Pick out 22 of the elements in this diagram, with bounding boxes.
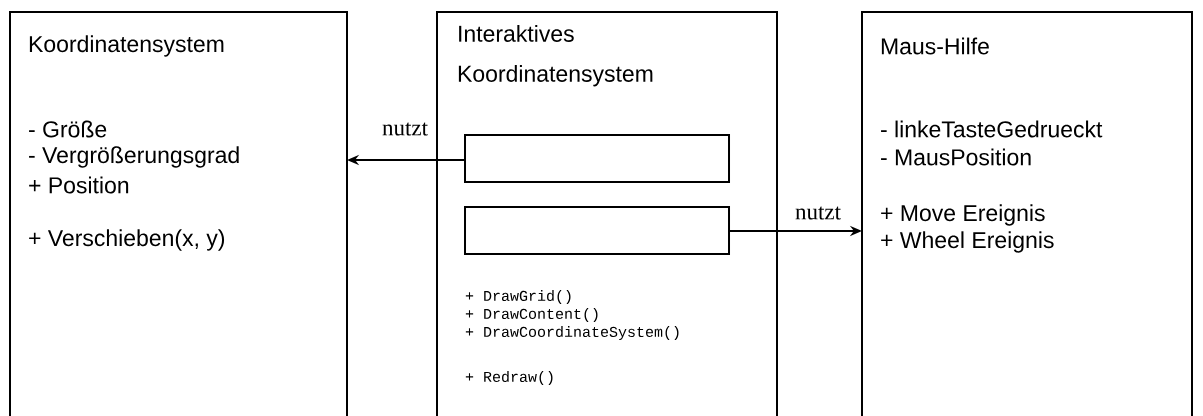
class-box [861, 11, 1193, 416]
edge-label: nutzt [795, 206, 841, 220]
member-text: - Größe [29, 120, 107, 138]
inner-box [464, 206, 730, 255]
member-text: - Vergrößerungsgrad [29, 146, 239, 168]
member-text: - MausPosition [881, 148, 1031, 166]
inner-box [464, 134, 730, 183]
method-text: + DrawCoordinateSystem() [465, 326, 679, 340]
member-text: + Verschieben(x, y) [29, 229, 225, 251]
member-text: - linkeTasteGedrueckt [881, 120, 1103, 138]
class-heading: Koordinatensystem [29, 35, 224, 57]
method-text: + DrawGrid() [465, 290, 571, 304]
class-box [436, 11, 778, 416]
class-heading: Interaktives Koordinatensystem [458, 25, 653, 87]
member-text: + Wheel Ereignis [881, 231, 1054, 253]
class-heading: Maus-Hilfe [881, 37, 989, 55]
member-text: + Move Ereignis [881, 204, 1045, 226]
member-text: + Position [29, 176, 129, 194]
edge-label: nutzt [382, 122, 428, 136]
method-text: + Redraw() [465, 371, 553, 385]
class-box [9, 11, 348, 416]
method-text: + DrawContent() [465, 308, 598, 322]
